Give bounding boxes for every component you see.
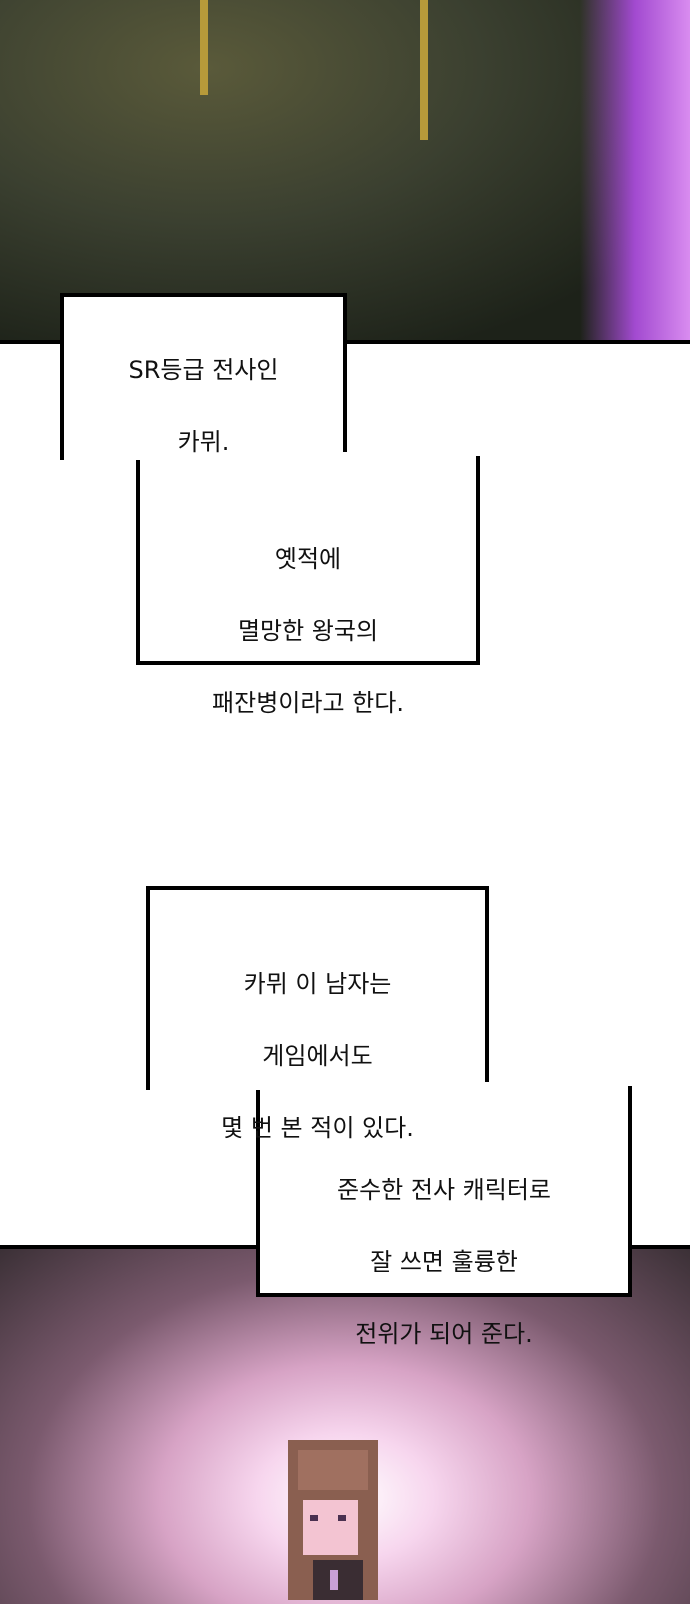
caption-3: 카뮈 이 남자는 게임에서도 몇 번 본 적이 있다. [148,930,487,1182]
caption-line: 몇 번 본 적이 있다. [221,1114,414,1142]
pixel-character-sprite [288,1440,378,1600]
armor-strap [200,0,208,95]
caption-line: 게임에서도 [262,1042,373,1070]
caption-line: 잘 쓰면 훌륭한 [370,1248,518,1276]
caption-line: 멸망한 왕국의 [237,617,379,645]
top-illustration-panel [0,0,690,344]
caption-line: 패잔병이라고 한다. [212,689,404,717]
caption-line: 전위가 되어 준다. [355,1320,533,1348]
caption-line: 카뮈. [177,428,230,456]
caption-line: 카뮈 이 남자는 [243,970,392,998]
magic-glow [580,0,690,340]
caption-4: 준수한 전사 캐릭터로 잘 쓰면 훌륭한 전위가 되어 준다. [258,1136,630,1388]
caption-line: SR등급 전사인 [128,356,279,384]
caption-line: 옛적에 [274,545,342,573]
caption-2: 옛적에 멸망한 왕국의 패잔병이라고 한다. [138,505,478,757]
caption-1: SR등급 전사인 카뮈. [62,316,345,496]
armor-strap [420,0,428,140]
caption-line: 준수한 전사 캐릭터로 [337,1176,551,1204]
